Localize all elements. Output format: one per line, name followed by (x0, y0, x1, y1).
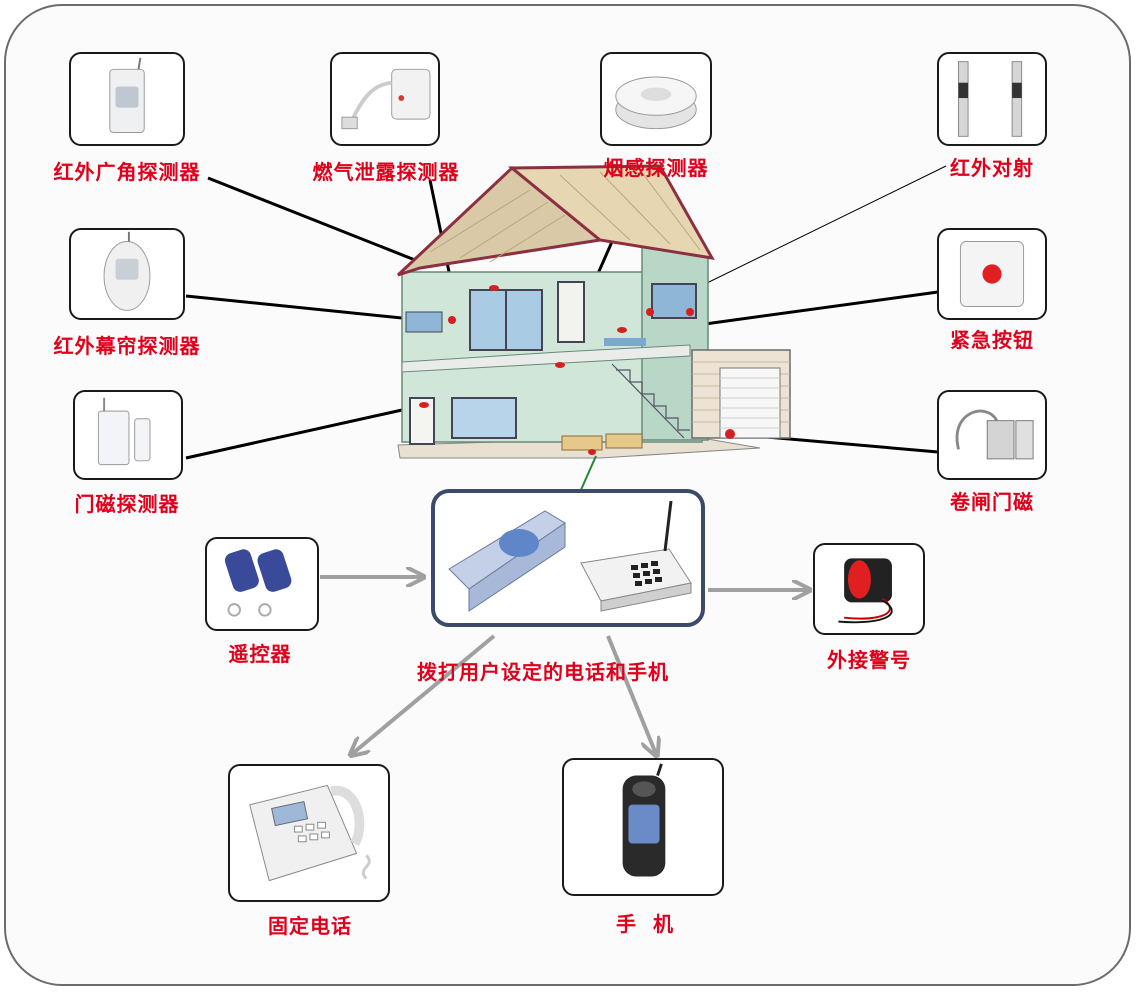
door-magnet-label: 门磁探测器 (74, 492, 180, 516)
external-siren-image (813, 543, 925, 635)
external-siren-label: 外接警号 (827, 648, 911, 672)
wireless-link-line (579, 455, 597, 493)
alarm-host-panel (431, 489, 705, 627)
flow-arrows (320, 577, 808, 754)
ir-curtain-detector-image (69, 228, 185, 320)
ir-beam-image (937, 52, 1047, 146)
ir-wide-angle-label: 红外广角探测器 (53, 160, 201, 184)
ir-curtain-label: 红外幕帘探测器 (53, 334, 201, 358)
smoke-detector-label: 烟感探测器 (603, 156, 709, 180)
gas-leak-label: 燃气泄露探测器 (312, 160, 460, 184)
landline-phone-image (228, 764, 390, 902)
ir-wide-angle-detector-image (69, 52, 185, 146)
panic-button-image (937, 228, 1047, 320)
shutter-door-magnet-image (937, 390, 1047, 480)
house-illustration (396, 164, 791, 459)
ir-beam-label: 红外对射 (950, 156, 1034, 180)
door-magnet-detector-image (73, 390, 183, 480)
dial-text: 拨打用户设定的电话和手机 (417, 660, 669, 684)
landline-phone-label: 固定电话 (268, 914, 352, 938)
gas-leak-detector-image (330, 52, 440, 146)
shutter-door-magnet-label: 卷闸门磁 (950, 490, 1034, 514)
mobile-phone-label: 手 机 (616, 912, 674, 936)
smoke-detector-image (600, 52, 712, 146)
remote-control-image (205, 537, 319, 631)
mobile-phone-image (562, 758, 724, 896)
panic-button-label: 紧急按钮 (950, 328, 1034, 352)
remote-control-label: 遥控器 (228, 642, 292, 666)
